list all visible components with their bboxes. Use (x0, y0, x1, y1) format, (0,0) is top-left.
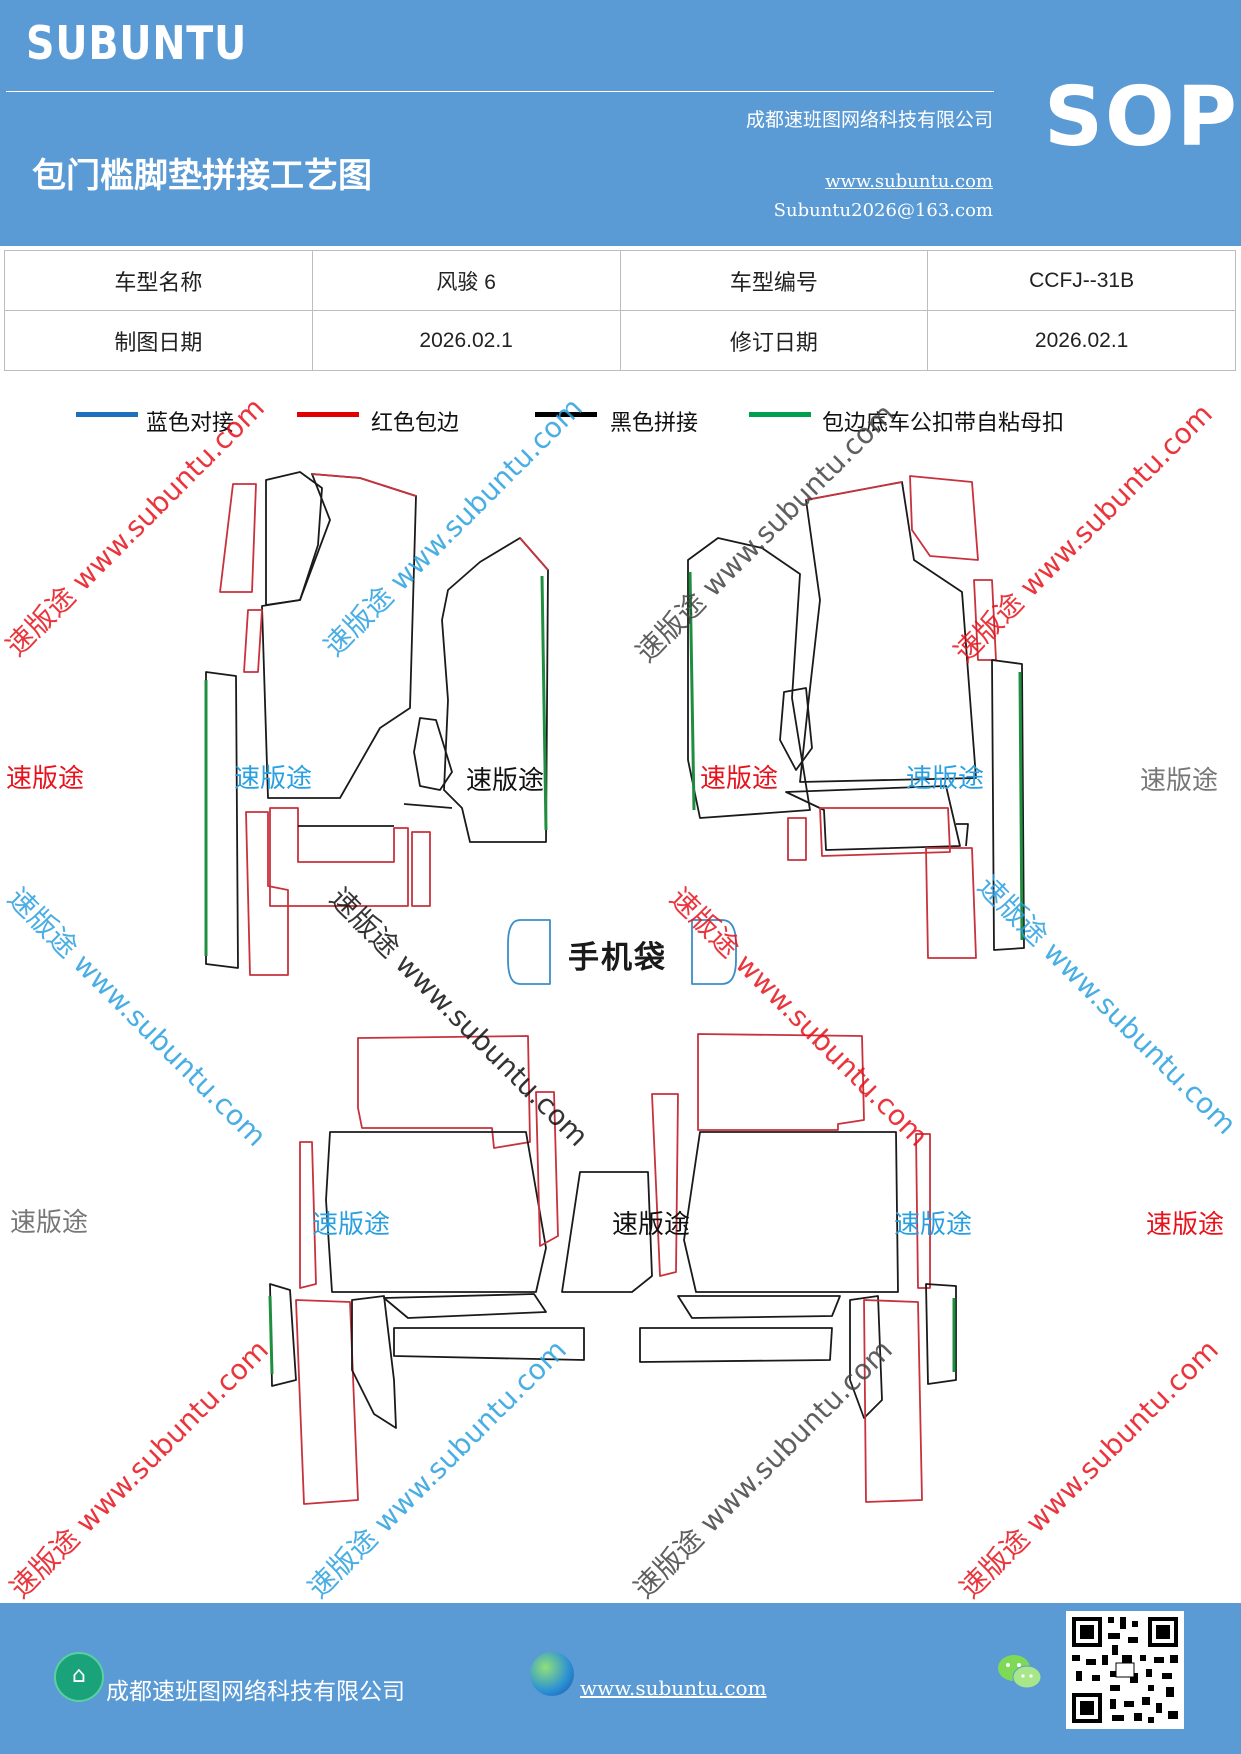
legend-swatch-black (535, 412, 597, 417)
mat-piece (411, 831, 431, 907)
legend-label: 包边底车公扣带自粘母扣 (822, 411, 1065, 436)
mat-piece (519, 537, 549, 571)
mat-piece (561, 1171, 653, 1293)
legend-swatch-green (749, 412, 811, 417)
mat-piece (639, 1327, 833, 1363)
qr-code (1066, 1611, 1184, 1729)
phone-pocket-piece (691, 919, 737, 985)
table-row: 制图日期 2026.02.1 修订日期 2026.02.1 (4, 310, 1236, 371)
mat-edge-green (268, 1295, 274, 1375)
mat-piece (683, 1131, 899, 1293)
document-title: 包门槛脚垫拼接工艺图 (32, 156, 372, 196)
watermark-text: 速版途 (234, 764, 313, 794)
table-cell: 2026.02.1 (927, 310, 1236, 371)
footer-website-link[interactable]: www.subuntu.com (580, 1676, 767, 1700)
mat-piece (245, 811, 289, 976)
watermark-text: 速版途 (10, 1208, 89, 1238)
mat-piece (383, 1293, 547, 1319)
table-cell: 风骏 6 (311, 250, 621, 311)
info-table: 车型名称 风骏 6 车型编号 CCFJ--31B 制图日期 2026.02.1 … (4, 250, 1236, 371)
table-cell: 车型名称 (4, 250, 313, 311)
mat-edge-green (540, 575, 548, 831)
phone-pocket-piece (507, 919, 551, 985)
mat-piece (651, 1093, 679, 1277)
mat-piece (269, 1283, 297, 1387)
mat-piece (243, 609, 263, 673)
mat-piece (265, 471, 323, 606)
watermark-text: 速版途 (6, 764, 85, 794)
watermark-text: 速版途 (1146, 1210, 1225, 1240)
legend-swatch-red (297, 412, 359, 417)
mat-piece (393, 1327, 585, 1361)
phone-pocket-label: 手机袋 (568, 940, 667, 976)
globe-icon (530, 1652, 574, 1696)
mat-piece (787, 817, 807, 861)
mat-piece (299, 1141, 317, 1289)
mat-piece (535, 1091, 559, 1247)
legend-label: 蓝色对接 (146, 411, 235, 436)
mat-piece (779, 687, 813, 771)
mat-piece (805, 481, 903, 501)
legend: 蓝色对接 红色包边 黑色拼接 包边底车公扣带自粘母扣 (0, 405, 1241, 445)
mat-piece (863, 1299, 923, 1503)
mat-piece (403, 803, 453, 809)
wechat-icon (998, 1655, 1042, 1689)
mat-piece (909, 475, 979, 561)
watermark-text: 速版途 (906, 764, 985, 794)
table-cell: 车型编号 (619, 250, 929, 311)
mat-piece (819, 807, 951, 857)
mat-piece (956, 823, 969, 847)
brand-logo: SUBUNTU (26, 16, 248, 70)
table-cell: 制图日期 (4, 310, 313, 371)
mat-piece (991, 659, 1025, 951)
sop-badge: SOP (1044, 70, 1239, 165)
mat-piece (351, 1295, 397, 1429)
mat-piece (799, 481, 977, 783)
mat-piece (697, 1033, 865, 1131)
legend-label: 红色包边 (371, 411, 460, 436)
watermark-text: 速版途 (1140, 766, 1219, 796)
mat-piece (915, 1133, 931, 1289)
watermark-text: 速版途 (466, 766, 545, 796)
watermark-text: 速版途 (312, 1210, 391, 1240)
mat-piece (441, 537, 549, 843)
website-link[interactable]: www.subuntu.com (825, 171, 993, 192)
mat-piece (925, 1283, 957, 1385)
header-divider (6, 91, 994, 92)
mat-piece (205, 671, 239, 969)
mat-piece (849, 1295, 883, 1419)
legend-label: 黑色拼接 (610, 411, 699, 436)
watermark-text: 速版途 (612, 1210, 691, 1240)
mat-piece (413, 717, 453, 791)
company-name: 成都速班图网络科技有限公司 (745, 109, 993, 131)
watermark-text: 速版途 (894, 1210, 973, 1240)
mat-piece (311, 473, 417, 497)
mat-piece (357, 1035, 531, 1149)
watermark-text: 速版途 (700, 764, 779, 794)
mat-piece (785, 785, 961, 851)
mat-piece (219, 483, 257, 593)
legend-swatch-blue (76, 412, 138, 417)
header-banner: SUBUNTU 成都速班图网络科技有限公司 包门槛脚垫拼接工艺图 www.sub… (0, 0, 1241, 246)
mat-piece (677, 1295, 841, 1319)
email-address: Subuntu2026@163.com (773, 200, 993, 221)
table-cell: 修订日期 (619, 310, 929, 371)
table-cell: 2026.02.1 (311, 310, 621, 371)
mat-piece (325, 1131, 547, 1293)
mat-edge-green (688, 571, 696, 811)
mat-piece (295, 1299, 359, 1505)
footer-company-name: 成都速班图网络科技有限公司 (106, 1679, 405, 1705)
mat-piece (925, 847, 977, 959)
home-icon: ⌂ (54, 1652, 104, 1702)
mat-edge-green (1018, 671, 1024, 941)
